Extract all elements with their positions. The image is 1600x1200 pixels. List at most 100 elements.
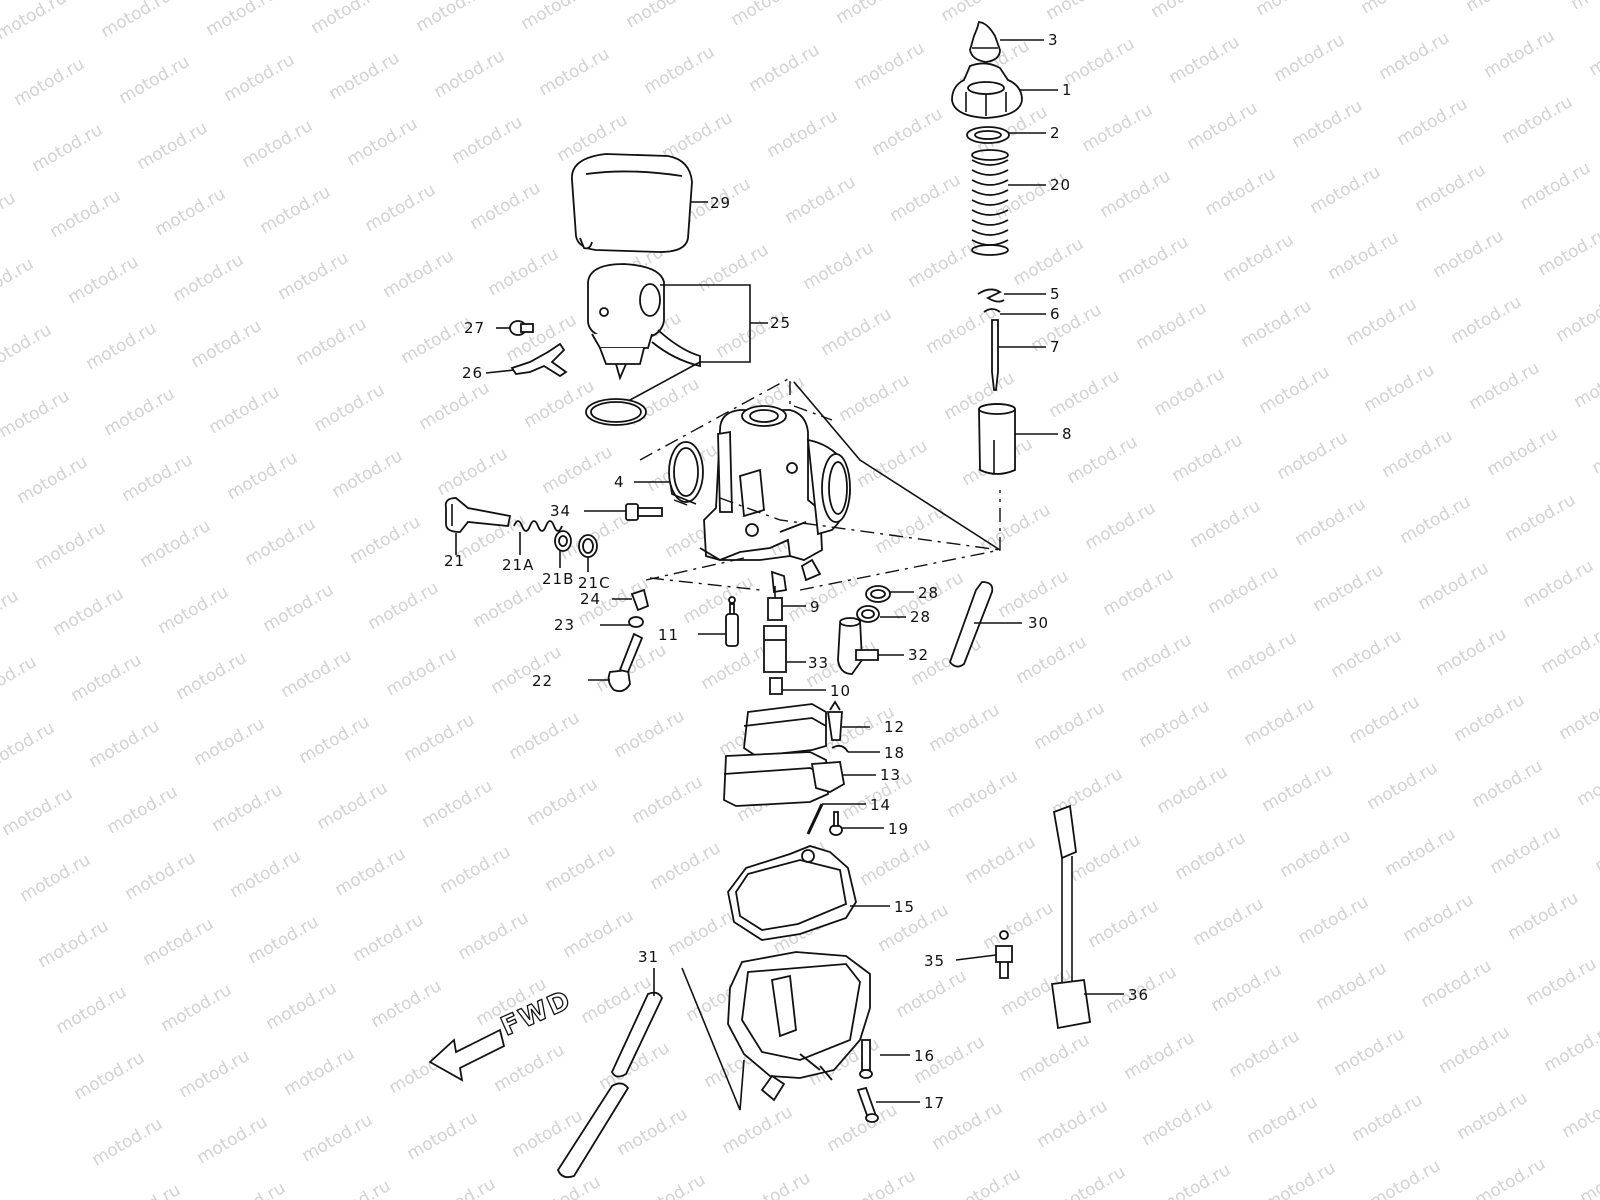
watermark-text: motod.ru (905, 236, 983, 292)
watermark-text: motod.ru (173, 648, 251, 704)
watermark-text: motod.ru (518, 0, 596, 34)
watermark-text: motod.ru (1259, 760, 1337, 816)
watermark-text: motod.ru (1481, 26, 1559, 82)
watermark-text: motod.ru (1343, 294, 1421, 350)
watermark-text: motod.ru (1472, 1154, 1550, 1200)
watermark-text: motod.ru (938, 0, 1016, 26)
watermark-text: motod.ru (122, 848, 200, 904)
watermark-text: motod.ru (155, 582, 233, 638)
part-35-sensor (995, 930, 1013, 979)
watermark-text: motod.ru (1577, 1152, 1600, 1200)
callout-32: 32 (908, 646, 929, 664)
watermark-text: motod.ru (1397, 492, 1475, 548)
watermark-text: motod.ru (947, 1164, 1025, 1200)
watermark-text: motod.ru (1574, 754, 1600, 810)
watermark-text: motod.ru (1115, 232, 1193, 288)
watermark-text: motod.ru (239, 116, 317, 172)
watermark-text: motod.ru (1208, 960, 1286, 1016)
watermark-text: motod.ru (344, 114, 422, 170)
watermark-text: motod.ru (368, 976, 446, 1032)
watermark-text: motod.ru (29, 120, 107, 176)
callout-7: 7 (1050, 338, 1061, 356)
watermark-text: motod.ru (53, 982, 131, 1038)
watermark-text: motod.ru (728, 0, 806, 30)
watermark-text: motod.ru (365, 578, 443, 634)
watermark-text: motod.ru (257, 182, 335, 238)
part-24-spring (630, 588, 650, 612)
part-32-fitting (837, 617, 879, 675)
watermark-text: motod.ru (1394, 94, 1472, 150)
part-5-clip (977, 288, 1005, 303)
part-33-holder (763, 625, 787, 673)
watermark-text: motod.ru (737, 1168, 815, 1200)
watermark-text: motod.ru (0, 718, 58, 774)
watermark-text: motod.ru (293, 314, 371, 370)
part-carburetor-body (699, 405, 851, 594)
watermark-text: motod.ru (413, 0, 491, 36)
watermark-text: motod.ru (35, 916, 113, 972)
part-21A-spring (513, 520, 563, 532)
watermark-text: motod.ru (404, 1108, 482, 1164)
watermark-text: motod.ru (1484, 424, 1562, 480)
watermark-text: motod.ru (1064, 432, 1142, 488)
watermark-text: motod.ru (0, 586, 22, 642)
part-26-bracket (510, 342, 568, 378)
part-22-screw (607, 632, 644, 693)
watermark-text: motod.ru (893, 966, 971, 1022)
callout-9: 9 (810, 598, 821, 616)
watermark-text: motod.ru (86, 716, 164, 772)
watermark-text: motod.ru (1307, 162, 1385, 218)
callout-16: 16 (914, 1047, 935, 1065)
watermark-text: motod.ru (1379, 426, 1457, 482)
callout-24: 24 (580, 590, 601, 608)
watermark-text: motod.ru (1256, 362, 1334, 418)
watermark-text: motod.ru (206, 382, 284, 438)
watermark-text: motod.ru (431, 46, 509, 102)
watermark-text: motod.ru (746, 40, 824, 96)
watermark-text: motod.ru (434, 444, 512, 500)
watermark-text: motod.ru (83, 318, 161, 374)
watermark-text: motod.ru (611, 706, 689, 762)
watermark-text: motod.ru (1448, 292, 1526, 348)
watermark-text: motod.ru (32, 518, 110, 574)
watermark-text: motod.ru (1358, 0, 1436, 18)
watermark-text: motod.ru (1151, 364, 1229, 420)
callout-10: 10 (830, 682, 851, 700)
watermark-text: motod.ru (68, 650, 146, 706)
part-28-o-ring-upper (865, 585, 891, 603)
watermark-text: motod.ru (857, 834, 935, 890)
watermark-text: motod.ru (1154, 762, 1232, 818)
watermark-text: motod.ru (314, 778, 392, 834)
watermark-text: motod.ru (0, 386, 73, 442)
watermark-text: motod.ru (191, 714, 269, 770)
watermark-text: motod.ru (1295, 892, 1373, 948)
watermark-text: motod.ru (944, 766, 1022, 822)
part-36-heater (1050, 804, 1092, 1030)
watermark-text: motod.ru (0, 520, 4, 576)
watermark-text: motod.ru (842, 1166, 920, 1200)
watermark-text: motod.ru (1052, 1162, 1130, 1200)
watermark-text: motod.ru (632, 1170, 710, 1200)
watermark-text: motod.ru (1028, 300, 1106, 356)
watermark-text: motod.ru (1139, 1094, 1217, 1150)
watermark-text: motod.ru (521, 376, 599, 432)
watermark-text: motod.ru (137, 516, 215, 572)
watermark-text: motod.ru (1433, 624, 1511, 680)
watermark-text: motod.ru (869, 104, 947, 160)
watermark-text: motod.ru (449, 112, 527, 168)
part-14-pin (806, 803, 824, 835)
watermark-text: motod.ru (1310, 560, 1388, 616)
watermark-text: motod.ru (422, 1174, 500, 1200)
watermark-text: motod.ru (278, 646, 356, 702)
watermark-text: motod.ru (0, 0, 70, 44)
watermark-text: motod.ru (1412, 160, 1490, 216)
watermark-text: motod.ru (1592, 820, 1600, 876)
watermark-text: motod.ru (1415, 558, 1493, 614)
watermark-text: motod.ru (470, 576, 548, 632)
watermark-text: motod.ru (1016, 1030, 1094, 1086)
watermark-text: motod.ru (317, 1176, 395, 1200)
watermark-text: motod.ru (629, 772, 707, 828)
watermark-text: motod.ru (1013, 632, 1091, 688)
part-4-gasket (668, 441, 704, 503)
watermark-text: motod.ru (1517, 158, 1595, 214)
